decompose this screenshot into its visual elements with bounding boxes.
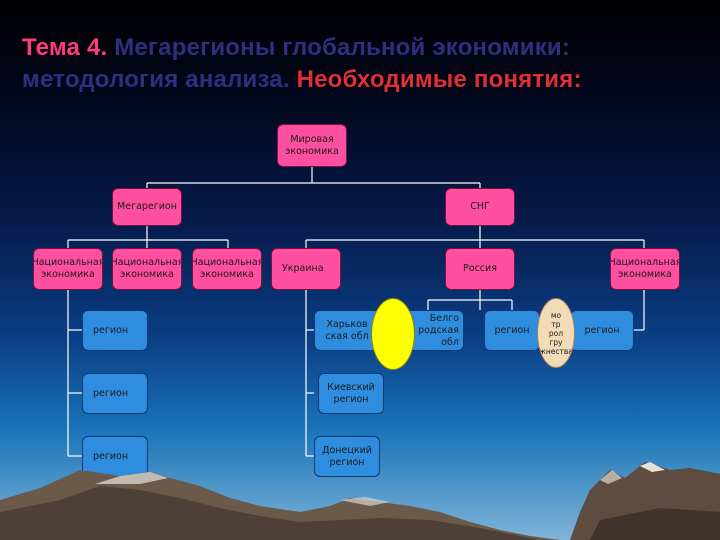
ukraine-node: Украина [271, 248, 341, 290]
donetsk-region-node: Донецкий регион [314, 436, 380, 477]
national-economy-node-2: Национальная экономика [112, 248, 182, 290]
russia-node: Россия [445, 248, 515, 290]
slide-title: Тема 4. Мегарегионы глобальной экономики… [22, 32, 712, 96]
world-economy-node: Мировая экономика [277, 124, 347, 167]
region-node-russia: регион [484, 310, 540, 351]
title-topic: Тема 4. [22, 34, 108, 61]
kiev-region-node: Киевский регион [318, 373, 384, 414]
cross-border-oval: мо тр рол гру жнества [537, 298, 575, 368]
region-node-1: регион [82, 310, 148, 351]
national-economy-node-4: Национальная экономика [610, 248, 680, 290]
title-main: Мегарегионы глобальной экономики: методо… [22, 34, 571, 93]
cross-border-highlight-oval [371, 298, 415, 370]
region-node-2: регион [82, 373, 148, 414]
national-economy-node-1: Национальная экономика [33, 248, 103, 290]
title-concepts: Необходимые понятия: [289, 66, 582, 93]
region-node-4: регион [570, 310, 634, 351]
region-node-3: регион [82, 436, 148, 477]
cis-node: СНГ [445, 188, 515, 226]
megaregion-node: Мегарегион [112, 188, 182, 226]
kharkov-region-node: Харьков ская обл [314, 310, 380, 351]
national-economy-node-3: Национальная экономика [192, 248, 262, 290]
